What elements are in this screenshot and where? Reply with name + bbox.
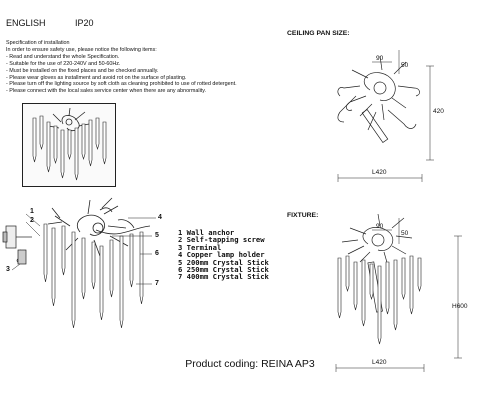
- fixture-exploded-view: [47, 197, 151, 257]
- callout-1: 1: [30, 208, 34, 215]
- parts-list-item: 3 Terminal: [178, 242, 222, 252]
- fixture-dimensions: [335, 218, 462, 372]
- fixture-dim-height: H600: [452, 303, 468, 310]
- product-photo: [22, 103, 116, 187]
- parts-list-item: 4 Copper lamp holder: [178, 250, 265, 260]
- parts-list-item: 1 Wall anchor: [178, 228, 235, 237]
- callout-2: 2: [30, 217, 34, 224]
- parts-list: 1 Wall anchor 2 Self-tapping screw 3 Ter…: [178, 229, 269, 281]
- product-coding: Product coding: REINA AP3: [185, 358, 315, 370]
- ceiling-dimensions: [337, 50, 434, 182]
- parts-list-item: 5 200mm Crystal Stick: [178, 257, 269, 267]
- spec-line: - Read and understand the whole Specific…: [6, 53, 120, 60]
- spec-line: - Must be installed on the fixed places …: [6, 67, 159, 74]
- spec-line: - Please connect with the local sales se…: [6, 88, 207, 95]
- spec-line: In order to ensure safety use, please no…: [6, 46, 157, 53]
- language-label: ENGLISH: [6, 18, 46, 28]
- specification-block: Specification of installation In order t…: [6, 40, 291, 95]
- fixture-crystal-sticks: [337, 255, 422, 345]
- fixture-dim-width: L420: [372, 359, 387, 366]
- parts-list-item: 2 Self-tapping screw: [178, 235, 265, 245]
- crystal-sticks-exploded: [43, 223, 144, 329]
- ceiling-pan-drawing: [337, 55, 420, 143]
- fixture-title: FIXTURE:: [287, 212, 319, 219]
- ceiling-dim-height: 420: [433, 108, 444, 115]
- spec-title: Specification of installation: [6, 40, 70, 46]
- parts-list-item: 6 250mm Crystal Stick: [178, 265, 269, 275]
- spec-line: - Please turn off the lighting source by…: [6, 81, 237, 88]
- callout-7: 7: [155, 280, 159, 287]
- ceiling-pan-title: CEILING PAN SIZE:: [287, 30, 350, 37]
- wall-anchor-part: [2, 225, 32, 265]
- ip-rating-label: IP20: [75, 18, 94, 28]
- parts-list-item: 7 400mm Crystal Stick: [178, 272, 269, 282]
- spec-line: - Suitable for the use of 220-240V and 5…: [6, 60, 121, 67]
- callout-3: 3: [6, 266, 10, 273]
- fixture-dim-top: 90: [376, 223, 384, 230]
- ceiling-dim-right: 50: [401, 62, 409, 69]
- product-photo-drawing: [32, 107, 107, 181]
- callout-6: 6: [155, 250, 159, 257]
- spec-line: - Please wear gloves as installment and …: [6, 74, 187, 81]
- fixture-dim-right: 50: [401, 230, 409, 237]
- callout-4: 4: [158, 214, 162, 221]
- ceiling-dim-width: L420: [372, 169, 387, 176]
- callout-5: 5: [155, 232, 159, 239]
- ceiling-dim-top: 90: [376, 55, 384, 62]
